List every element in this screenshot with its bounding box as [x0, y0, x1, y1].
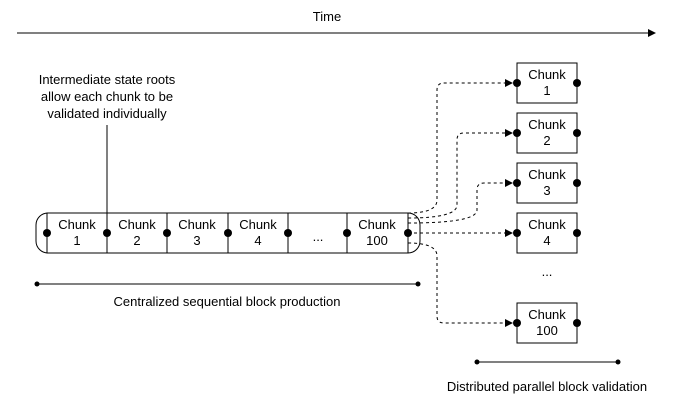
- annotation-line-1: Intermediate state roots: [39, 72, 176, 87]
- parallel-chunk-3: Chunk 3: [513, 162, 581, 204]
- sequential-chunk-4: Chunk 4: [239, 217, 277, 248]
- chunk-label: Chunk: [528, 67, 566, 82]
- chunk-number: 1: [73, 233, 80, 248]
- sequential-chunk-100: [346, 212, 409, 254]
- chunk-label: Chunk: [528, 167, 566, 182]
- parallel-chunk-100: Chunk 100: [513, 302, 581, 344]
- parallel-chunk-1: Chunk 1: [513, 62, 581, 104]
- chunk-label: Chunk: [58, 217, 96, 232]
- time-label: Time: [313, 9, 341, 24]
- chunk-number: 100: [366, 233, 388, 248]
- chunk-number: 3: [193, 233, 200, 248]
- parallel-chunk-4: Chunk 4: [513, 212, 581, 254]
- annotation: Intermediate state roots allow each chun…: [39, 72, 176, 121]
- chunk-label: Chunk: [118, 217, 156, 232]
- chunk-number: 4: [543, 233, 550, 248]
- chunk-number: 2: [133, 233, 140, 248]
- sequential-dots: [43, 229, 412, 237]
- chunk-label: Chunk: [178, 217, 216, 232]
- sequential-caption: Centralized sequential block production: [114, 294, 341, 309]
- sequential-chunk-3: Chunk 3: [178, 217, 216, 248]
- sequential-chunk-2: Chunk 2: [118, 217, 156, 248]
- chunk-label: Chunk: [528, 217, 566, 232]
- chunk-number: 1: [543, 83, 550, 98]
- parallel-caption: Distributed parallel block validation: [447, 379, 647, 394]
- chunk-label: Chunk: [239, 217, 277, 232]
- chunk-number: 2: [543, 133, 550, 148]
- chunk-number: 100: [536, 323, 558, 338]
- parallel-ellipsis: ...: [542, 264, 553, 279]
- sequential-chunk-1: Chunk 1: [58, 217, 96, 248]
- annotation-line-3: validated individually: [47, 106, 167, 121]
- chunk-label: Chunk: [528, 117, 566, 132]
- chunk-label: Chunk: [358, 217, 396, 232]
- annotation-line-2: allow each chunk to be: [41, 89, 173, 104]
- chunk-number: 3: [543, 183, 550, 198]
- sequential-ellipsis: ...: [313, 229, 324, 244]
- chunk-number: 4: [254, 233, 261, 248]
- dispatch-connectors: [407, 79, 513, 327]
- parallel-chunk-2: Chunk 2: [513, 112, 581, 154]
- chunk-label: Chunk: [528, 307, 566, 322]
